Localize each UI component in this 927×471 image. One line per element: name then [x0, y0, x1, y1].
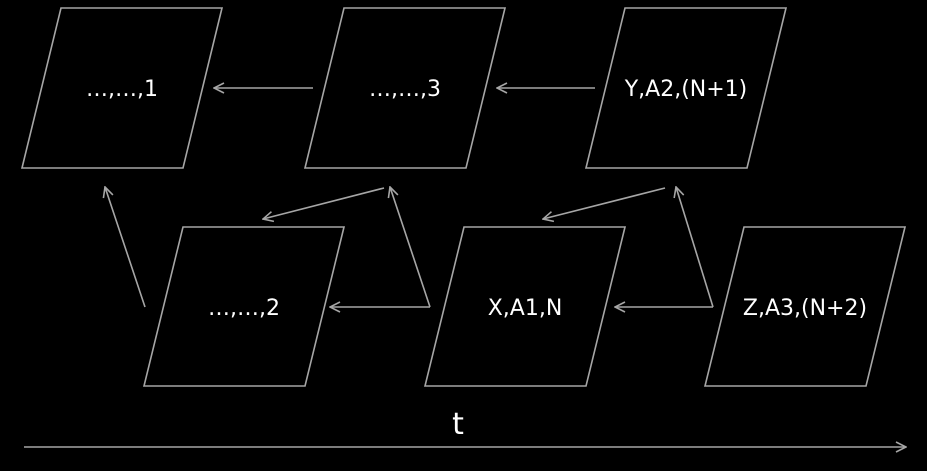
frame-node-2: …,…,2	[142, 226, 346, 387]
time-axis-label: t	[452, 407, 464, 442]
frame-node-z: Z,A3,(N+2)	[703, 226, 907, 387]
frame-node-y: Y,A2,(N+1)	[584, 7, 788, 169]
arrow-3-down-to-2	[263, 187, 385, 219]
frame-label-1: …,…,1	[86, 77, 158, 102]
frame-label-y: Y,A2,(N+1)	[624, 77, 748, 102]
frame-label-z: Z,A3,(N+2)	[743, 296, 867, 321]
connector-z-to-y	[676, 187, 714, 308]
frame-label-x: X,A1,N	[488, 296, 563, 321]
frame-node-3: …,…,3	[303, 7, 507, 169]
frame-node-1: …,…,1	[20, 7, 224, 169]
frame-label-3: …,…,3	[369, 77, 441, 102]
arrow-2-to-1	[105, 187, 146, 308]
arrow-y-down-to-x	[543, 187, 666, 219]
frame-label-2: …,…,2	[208, 296, 280, 321]
connector-x-to-3	[390, 187, 431, 308]
frame-node-x: X,A1,N	[423, 226, 627, 387]
